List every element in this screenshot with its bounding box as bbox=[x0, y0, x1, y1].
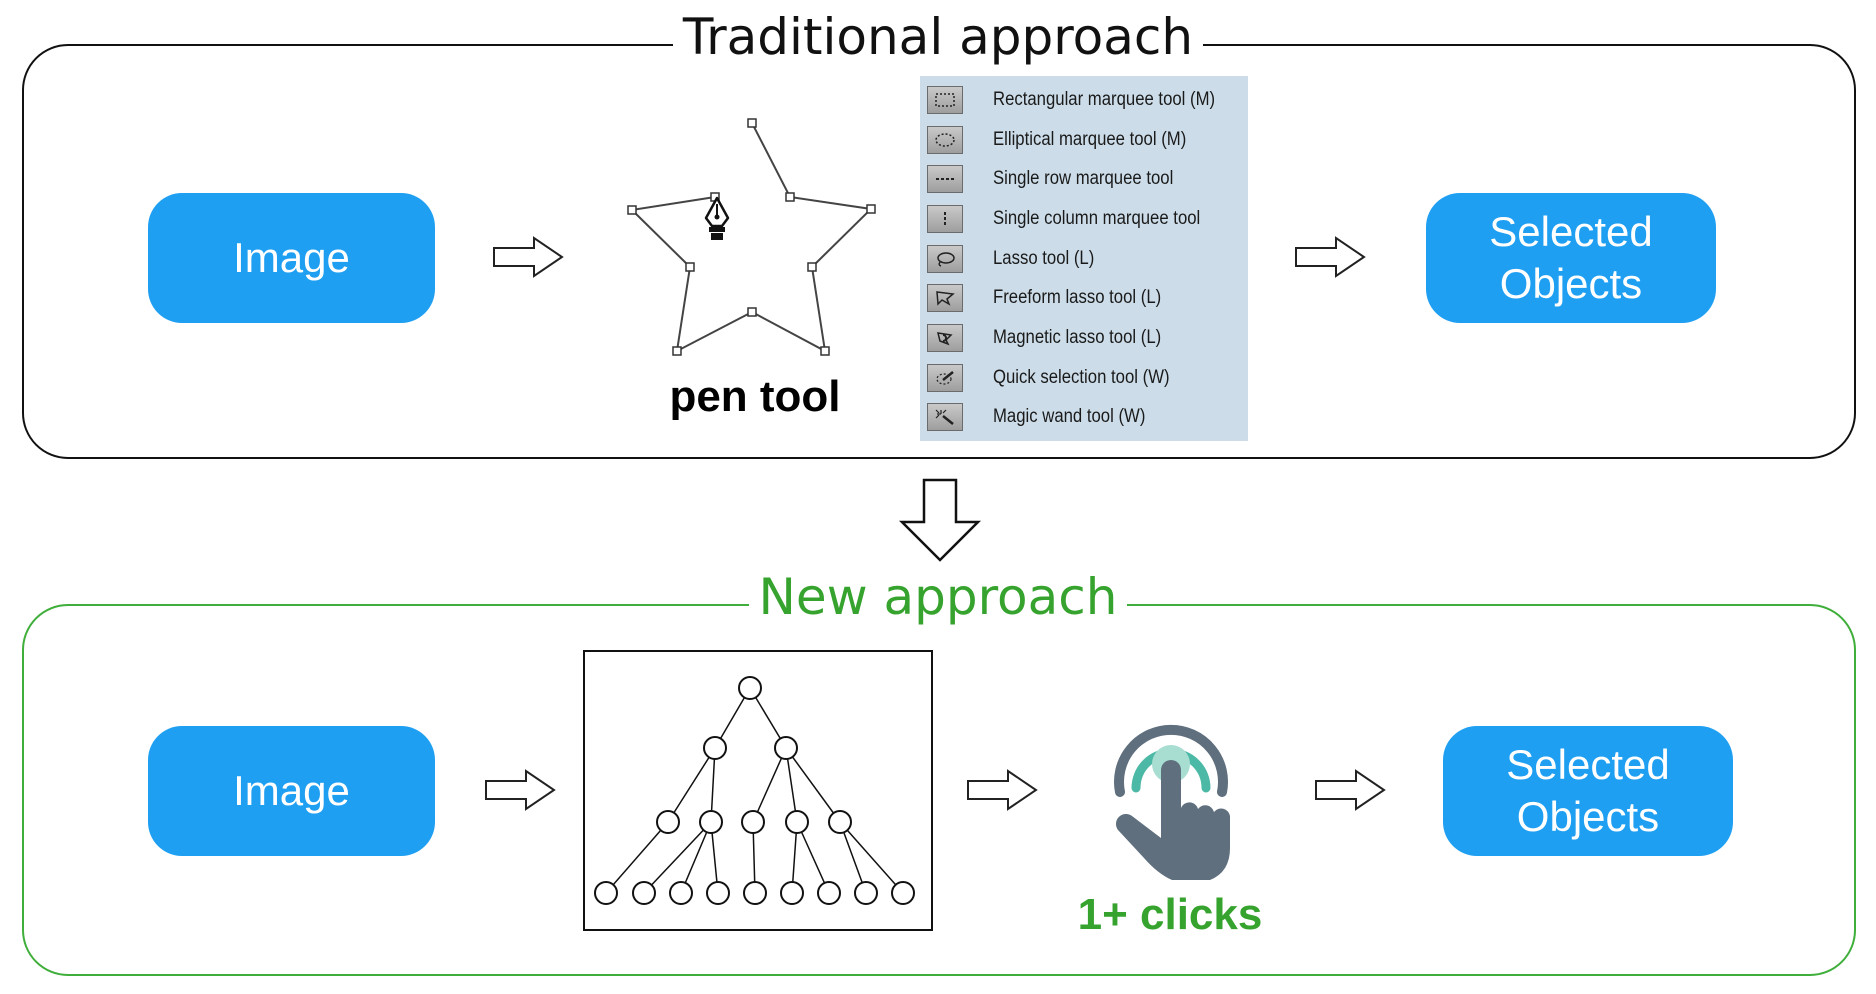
right-arrow-icon bbox=[1315, 769, 1386, 811]
pen-tool-label: pen tool bbox=[669, 372, 841, 421]
tool-row-elliptical-marquee[interactable]: Elliptical marquee tool (M) bbox=[920, 120, 1248, 160]
right-arrow-icon bbox=[1295, 236, 1366, 278]
tap-hand-icon bbox=[1114, 724, 1230, 880]
tool-row-rectangular-marquee[interactable]: Rectangular marquee tool (M) bbox=[920, 80, 1248, 120]
new-approach-title: New approach bbox=[0, 572, 1876, 622]
magnetic-lasso-icon bbox=[927, 323, 963, 352]
single-column-marquee-icon bbox=[927, 204, 963, 233]
down-arrow-icon bbox=[898, 478, 982, 562]
tool-row-single-column-marquee[interactable]: Single column marquee tool bbox=[920, 199, 1248, 239]
tool-row-magic-wand[interactable]: Magic wand tool (W) bbox=[920, 398, 1248, 438]
magic-wand-icon bbox=[927, 403, 963, 432]
tool-row-magnetic-lasso[interactable]: Magnetic lasso tool (L) bbox=[920, 318, 1248, 358]
rectangular-marquee-icon bbox=[927, 85, 963, 114]
hierarchy-tree-frame bbox=[583, 650, 933, 931]
elliptical-marquee-icon bbox=[927, 125, 963, 154]
selected-objects-box: Selected Objects bbox=[1426, 193, 1716, 323]
image-input-box: Image bbox=[148, 193, 435, 323]
selection-tools-panel: Rectangular marquee tool (M) Elliptical … bbox=[920, 76, 1248, 441]
pen-nib-icon bbox=[704, 196, 730, 240]
tool-row-lasso[interactable]: Lasso tool (L) bbox=[920, 239, 1248, 279]
right-arrow-icon bbox=[493, 236, 564, 278]
freeform-lasso-icon bbox=[927, 284, 963, 313]
tool-row-quick-selection[interactable]: Quick selection tool (W) bbox=[920, 358, 1248, 398]
tool-row-single-row-marquee[interactable]: Single row marquee tool bbox=[920, 159, 1248, 199]
single-row-marquee-icon bbox=[927, 165, 963, 194]
lasso-icon bbox=[927, 244, 963, 273]
traditional-approach-title: Traditional approach bbox=[0, 12, 1876, 62]
tool-row-freeform-lasso[interactable]: Freeform lasso tool (L) bbox=[920, 278, 1248, 318]
image-input-box: Image bbox=[148, 726, 435, 856]
right-arrow-icon bbox=[967, 769, 1038, 811]
right-arrow-icon bbox=[485, 769, 556, 811]
quick-selection-icon bbox=[927, 363, 963, 392]
clicks-label: 1+ clicks bbox=[1077, 890, 1263, 939]
selected-objects-box: Selected Objects bbox=[1443, 726, 1733, 856]
